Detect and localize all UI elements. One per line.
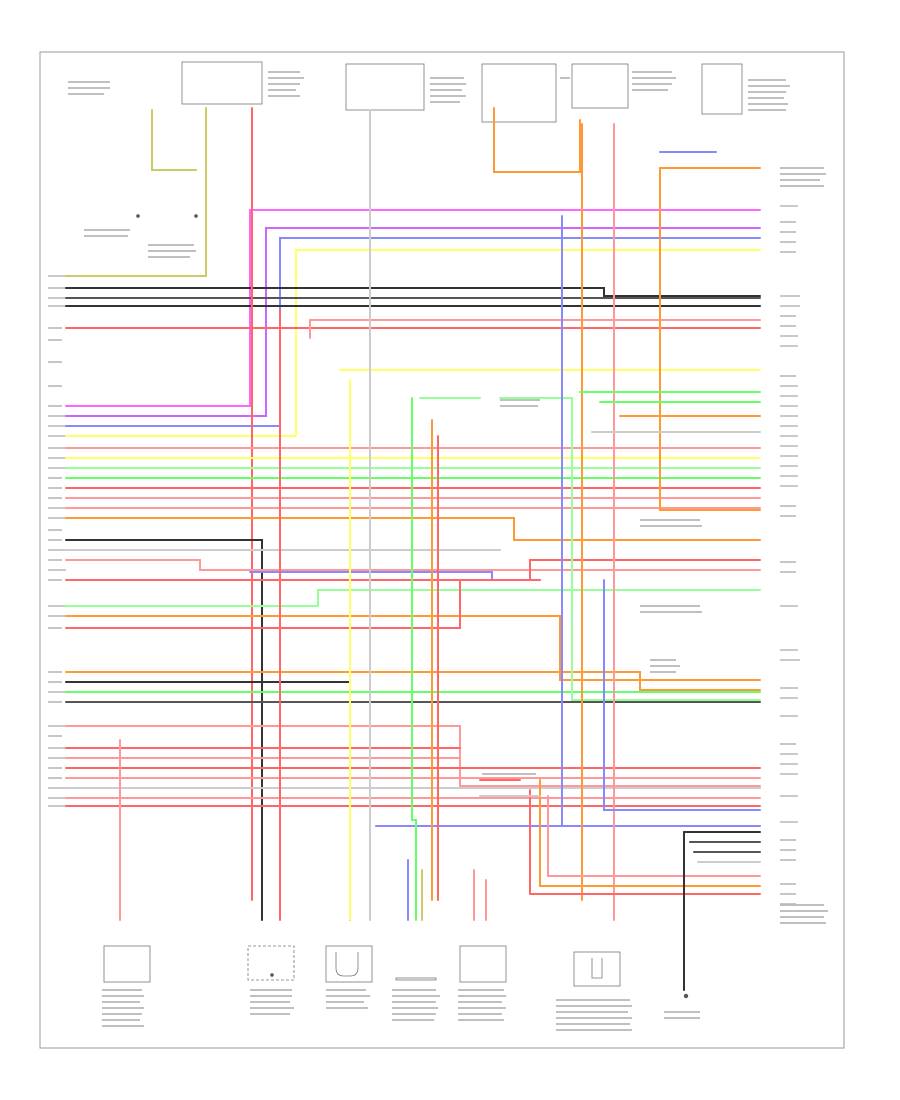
wire-65 [539,779,761,887]
bottom-components [103,945,621,987]
wire-52 [493,107,581,173]
wire-4 [65,249,761,437]
wire-1 [65,209,761,407]
connector-box-1 [181,61,263,105]
wire-30 [65,681,351,921]
ground-symbols [136,214,689,999]
wire-2 [65,227,761,417]
wire-57 [659,167,761,511]
wire-29 [65,671,761,691]
wire-33 [65,725,761,787]
wire-7 [65,287,761,297]
wire-20 [65,517,761,541]
ground-dot-bottom [683,993,689,999]
sensor-block-6-inner [591,958,603,979]
wire-56 [603,579,761,811]
connector-box-2 [345,63,425,111]
ground-dot-left-2 [194,214,198,218]
wire-25 [65,559,761,581]
wire-64 [547,795,761,877]
wire-27 [65,615,761,681]
ground-dot-left [136,214,140,218]
sensor-block-1 [103,945,151,983]
wire-5 [65,107,207,277]
wire-6 [151,109,197,171]
wire-28 [65,579,541,629]
wire-23 [65,559,761,571]
label-marks [68,71,828,1031]
wire-11 [309,319,761,339]
sensor-block-6 [573,951,621,987]
left-terminal-ticks [48,275,66,807]
wire-47 [411,397,417,921]
sensor-block-2 [247,945,295,981]
sensor-block-3 [325,945,373,983]
connector-box-4 [571,63,629,109]
wire-21 [65,539,263,921]
sensor-block-5 [459,945,507,983]
wire-24 [249,571,541,581]
wire-26 [65,589,761,607]
top-connectors [181,61,743,123]
connector-box-3 [481,63,557,123]
diagram-frame [39,51,845,1049]
wire-48 [419,397,761,701]
sensor-block-4 [395,977,437,981]
connector-box-5 [701,63,743,115]
sensor-block-3-inner [335,952,359,977]
wire-layer [65,107,761,991]
right-terminal-ticks [780,205,800,905]
ground-dot-mid [270,973,274,977]
wire-3 [65,237,761,427]
